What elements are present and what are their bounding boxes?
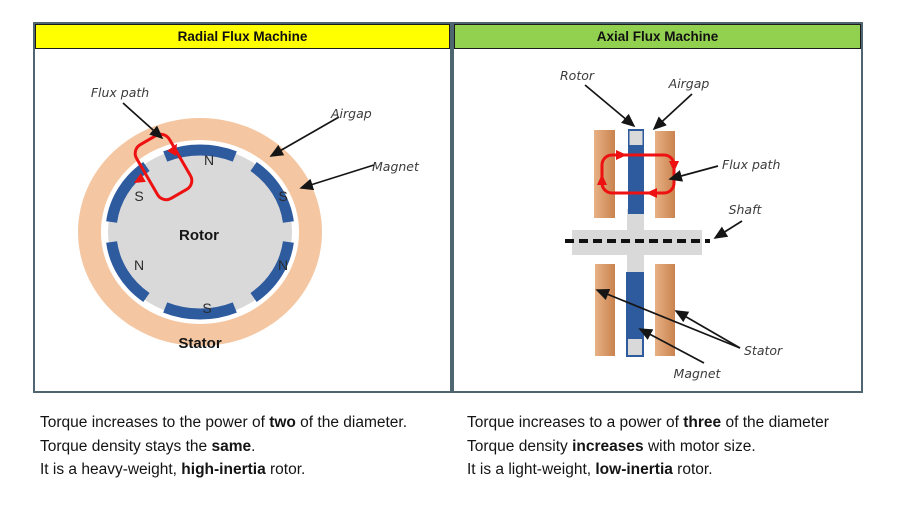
note-text: of the diameter: [721, 414, 829, 431]
pole-letter-upper-right: S: [278, 188, 287, 204]
axial-note-line: It is a light-weight, low-inertia rotor.: [467, 458, 829, 482]
note-text: Torque density: [467, 437, 573, 455]
axial-bottom-assembly: [595, 264, 675, 357]
stator-arrow: [595, 288, 741, 349]
axial-notes: Torque increases to a power of three of …: [467, 411, 829, 482]
pole-letter-upper-left: S: [134, 188, 143, 204]
note-text: It is a heavy-weight,: [40, 461, 182, 478]
flux-arrowhead: [133, 173, 146, 183]
airgap-label: Airgap: [668, 76, 710, 91]
magnet-label: Magnet: [674, 366, 722, 381]
shaft-label: Shaft: [729, 202, 763, 217]
axial-callout-arrows: [584, 84, 743, 364]
flux-arrowhead: [616, 150, 627, 160]
axial-panel-header: Axial Flux Machine: [454, 24, 861, 49]
flux-path-label: Flux path: [722, 157, 780, 172]
pole-letter-lower-left: N: [134, 257, 144, 273]
radial-callout-arrows: [122, 102, 375, 191]
axial-flux-panel: Axial Flux Machine: [452, 22, 863, 393]
flux-path-label: Flux path: [91, 85, 149, 100]
radial-flux-panel: Radial Flux Machine: [33, 22, 452, 393]
note-bold-text: increases: [572, 437, 644, 455]
stator-bar: [655, 131, 675, 218]
flux-arrowhead: [669, 161, 679, 172]
radial-panel-body: Flux path Airgap Magnet N S S N N S Roto…: [35, 49, 450, 391]
shaft-arrow: [713, 220, 743, 239]
magnet-arc: [163, 302, 237, 320]
note-text: rotor.: [265, 461, 306, 478]
rotor-disc: [628, 339, 642, 355]
note-text: .: [251, 437, 256, 455]
note-text: Torque increases to a power of: [467, 414, 684, 431]
magnet-arcs: [106, 144, 294, 320]
note-text: It is a light-weight,: [467, 461, 596, 478]
magnet-arc: [250, 161, 294, 223]
rotor-label: Rotor: [560, 68, 595, 83]
note-bold-text: high-inertia: [181, 461, 266, 478]
radial-note-line: Torque density stays the same.: [40, 435, 407, 459]
magnet-arrow: [299, 164, 375, 191]
magnet-arc: [106, 241, 150, 303]
radial-panel-title: Radial Flux Machine: [177, 29, 308, 44]
note-text: rotor.: [672, 461, 713, 478]
note-bold-text: two: [269, 414, 296, 431]
radial-notes: Torque increases to the power of two of …: [40, 411, 407, 482]
flux-arrowhead: [646, 188, 657, 198]
stator-arrow: [674, 310, 741, 349]
pole-letter-lower-right: N: [278, 257, 288, 273]
airgap-label: Airgap: [330, 106, 372, 121]
rotor-arrow: [584, 84, 636, 128]
radial-note-line: It is a heavy-weight, high-inertia rotor…: [40, 458, 407, 482]
flux-path-arrow: [122, 102, 164, 140]
rotor-label: Rotor: [179, 227, 219, 244]
stator-label: Stator: [178, 335, 222, 352]
pole-letter-top: N: [204, 152, 214, 168]
note-text: Torque increases to the power of: [40, 414, 270, 431]
radial-note-line: Torque increases to the power of two of …: [40, 411, 407, 435]
note-text: Torque density stays the: [40, 437, 212, 455]
airgap-arrow: [269, 116, 340, 157]
axial-note-line: Torque density increases with motor size…: [467, 435, 829, 459]
flux-arrowhead: [167, 143, 177, 156]
stator-label: Stator: [744, 343, 783, 358]
radial-panel-header: Radial Flux Machine: [35, 24, 450, 49]
note-text: with motor size.: [643, 437, 756, 455]
airgap-arrow: [652, 93, 693, 131]
stator-bar: [595, 264, 615, 356]
axial-note-line: Torque increases to a power of three of …: [467, 411, 829, 435]
note-bold-text: same: [211, 437, 252, 455]
radial-diagram: Flux path Airgap Magnet N S S N N S Roto…: [78, 85, 420, 352]
magnet-arc: [163, 144, 237, 162]
axial-panel-title: Axial Flux Machine: [596, 29, 719, 44]
rotor-disc: [629, 131, 643, 145]
flux-loop: [133, 132, 194, 202]
magnet-arc: [250, 241, 294, 303]
axial-panel-body: Rotor Airgap Flux path Shaft Stator Magn…: [454, 49, 861, 391]
magnet-arc: [106, 161, 150, 223]
stator-bar: [594, 130, 615, 218]
axial-top-assembly: [594, 129, 675, 218]
note-text: of the diameter.: [295, 414, 408, 431]
pole-letter-bottom: S: [202, 300, 211, 316]
flux-path-arrow: [668, 165, 719, 182]
flux-arrowhead: [597, 174, 607, 185]
axial-diagram: Rotor Airgap Flux path Shaft Stator Magn…: [560, 68, 783, 381]
magnet-arrow: [638, 328, 705, 364]
note-bold-text: three: [683, 414, 722, 431]
magnet-label: Magnet: [372, 159, 420, 174]
stator-bar: [655, 264, 675, 356]
note-bold-text: low-inertia: [595, 461, 673, 478]
